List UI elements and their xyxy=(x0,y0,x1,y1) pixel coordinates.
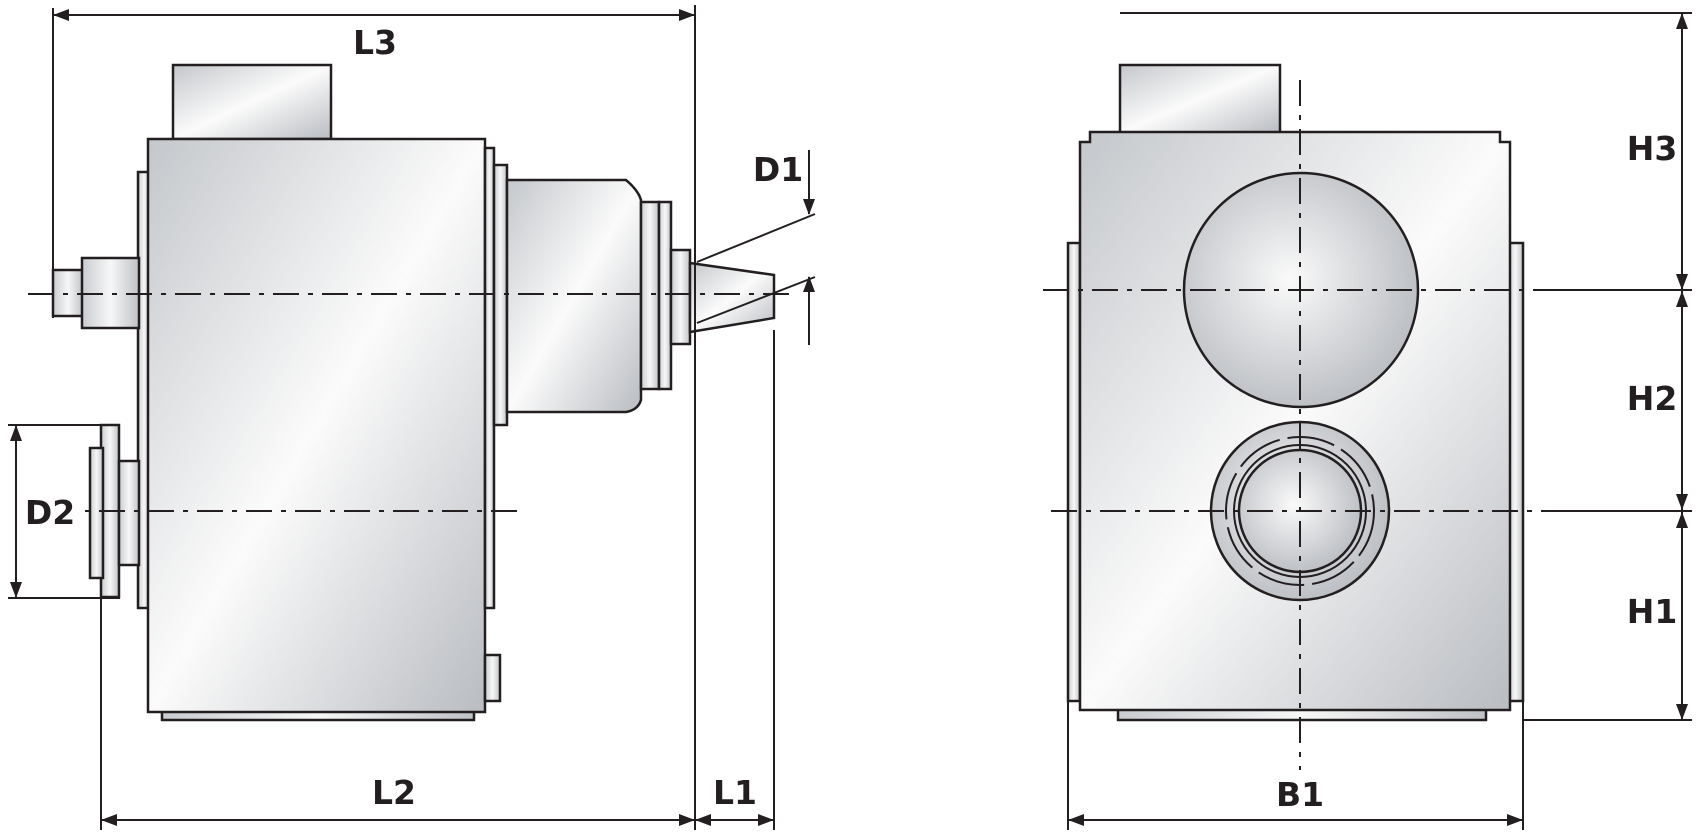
label-l3: L3 xyxy=(353,23,397,62)
side-housing-tab xyxy=(483,653,502,703)
label-l2: L2 xyxy=(372,773,416,812)
side-adapter-ring-2 xyxy=(657,200,673,391)
front-left-panel xyxy=(1066,241,1082,703)
label-l1: L1 xyxy=(713,773,757,812)
side-adapter-ring-3 xyxy=(669,248,692,346)
dimension-d2: D2 xyxy=(8,424,120,599)
dimension-h1: H1 xyxy=(1523,511,1692,721)
side-view: L3 D1 D2 L2 xyxy=(8,5,816,830)
label-d1: D1 xyxy=(753,150,803,189)
side-suction-flange-inner xyxy=(88,446,105,580)
label-h3: H3 xyxy=(1627,129,1678,168)
label-h1: H1 xyxy=(1627,592,1678,631)
front-view: H3 H2 H1 B1 xyxy=(1043,12,1692,830)
label-d2: D2 xyxy=(25,493,75,532)
dimension-l1: L1 xyxy=(695,330,775,830)
side-suction-neck xyxy=(117,459,141,567)
dimension-b1: B1 xyxy=(1067,700,1524,830)
dimension-h2: H2 xyxy=(1545,290,1692,512)
side-adapter-ring-1 xyxy=(639,200,661,391)
label-b1: B1 xyxy=(1276,775,1324,814)
front-terminal-box xyxy=(1118,63,1282,135)
dimension-h3: H3 xyxy=(1120,12,1692,291)
dimension-l2: L2 xyxy=(100,250,696,830)
side-main-housing xyxy=(146,137,487,714)
dimension-d1: D1 xyxy=(696,150,816,345)
label-h2: H2 xyxy=(1627,379,1678,418)
side-bearing-housing xyxy=(505,178,643,414)
side-flange-ring-1 xyxy=(483,146,496,610)
dimension-l3: L3 xyxy=(52,5,696,318)
side-terminal-box xyxy=(171,63,333,141)
side-front-shaft xyxy=(688,261,776,334)
